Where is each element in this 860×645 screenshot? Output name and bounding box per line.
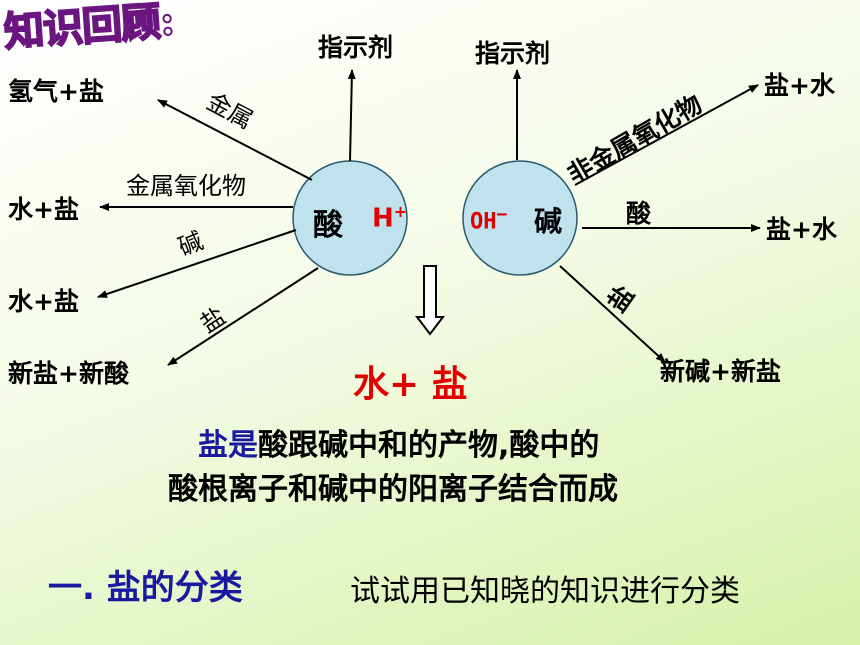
base-name: 碱 [534, 205, 563, 238]
acid-base-product: 水+盐 [8, 287, 79, 316]
base-acid-product: 盐+水 [766, 215, 837, 244]
base-circle [462, 160, 578, 276]
base-ion: OH− [470, 204, 508, 235]
base-salt-product: 新碱+新盐 [660, 357, 781, 386]
acid-ion: H+ [372, 202, 408, 234]
acid-base-arrow [97, 229, 297, 298]
base-salt-arrow [559, 265, 666, 363]
base-indicator-label: 指示剂 [475, 39, 551, 68]
section-heading: 一. 盐的分类 [48, 568, 243, 608]
base-nonmetal-oxide-arrow [574, 84, 759, 186]
base-nonmetal-oxide-product: 盐+水 [764, 71, 835, 100]
acid-metal-oxide-product: 水+盐 [8, 195, 79, 224]
neutralization-result: 水+ 盐 [353, 364, 468, 405]
acid-name: 酸 [313, 208, 343, 243]
section-task: 试试用已知晓的知识进行分类 [350, 574, 740, 609]
acid-salt-arrow [167, 267, 319, 366]
acid-metal-arrow [157, 99, 313, 181]
acid-salt-product: 新盐+新酸 [8, 359, 129, 388]
acid-metal-oxide-label: 金属氧化物 [126, 172, 246, 200]
acid-indicator-label: 指示剂 [318, 33, 394, 62]
down-arrow [414, 265, 446, 336]
statement-line1: 盐是酸跟碱中和的产物,酸中的 [198, 428, 600, 463]
acid-indicator-arrow [347, 69, 356, 162]
base-acid-label: 酸 [626, 199, 652, 228]
acid-metal-product: 氢气+盐 [8, 77, 104, 106]
statement-line2: 酸根离子和碱中的阳离子结合而成 [168, 472, 618, 507]
